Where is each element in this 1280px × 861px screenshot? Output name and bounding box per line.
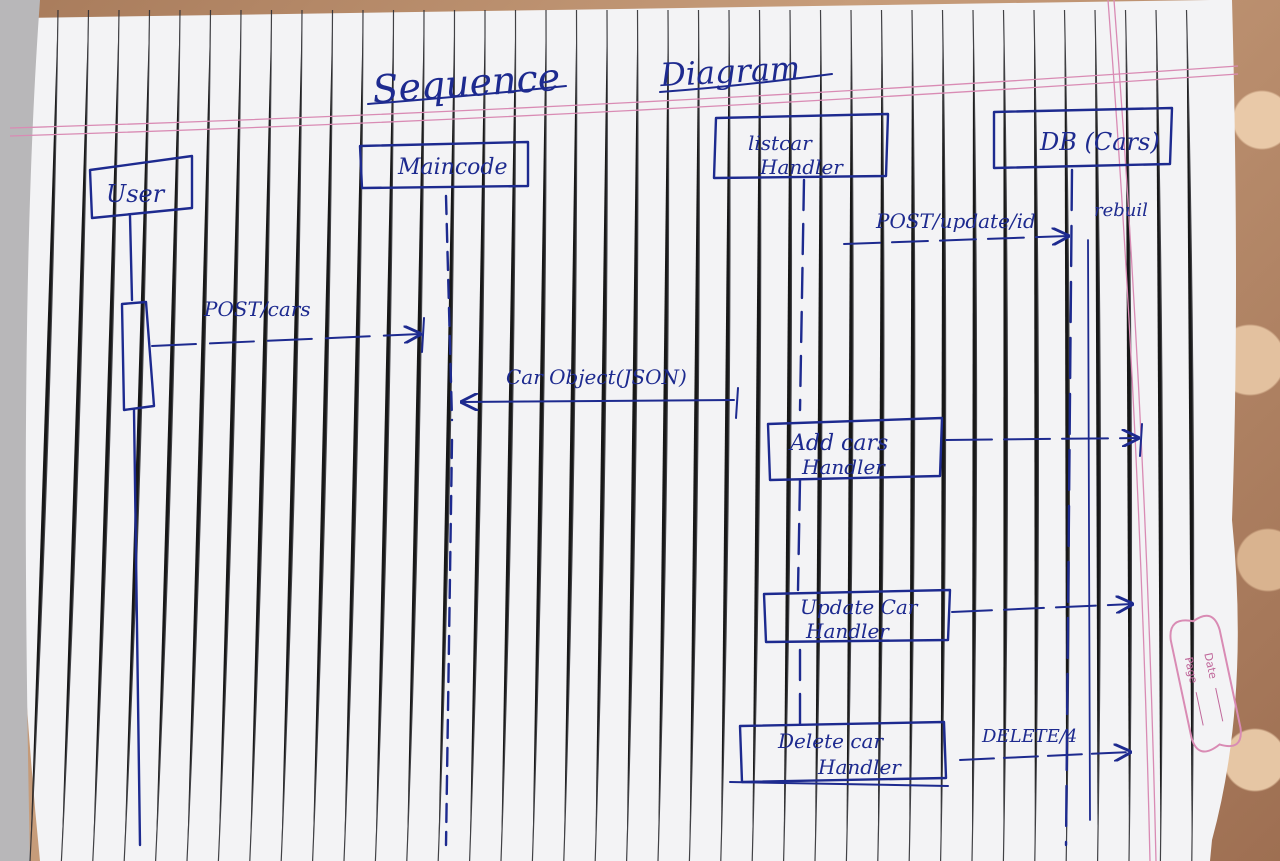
ruled-line bbox=[626, 9, 639, 861]
ruled-line bbox=[1185, 9, 1195, 861]
ruled-line bbox=[437, 9, 456, 861]
message-post-cars: POST/cars bbox=[151, 297, 425, 353]
ruled-line bbox=[280, 9, 303, 861]
handler-update-line2: Handler bbox=[805, 619, 890, 643]
lifeline-listcar bbox=[796, 178, 806, 732]
message-car-object-label: Car Object(JSON) bbox=[506, 365, 687, 389]
activation-user bbox=[120, 300, 156, 412]
message-post-update: POST/update/id rebuil bbox=[843, 200, 1148, 244]
handler-add-line1: Add cars bbox=[788, 431, 888, 456]
participant-user-label: User bbox=[106, 180, 166, 208]
ruled-line bbox=[657, 9, 670, 861]
participant-user: User bbox=[88, 154, 194, 220]
ruled-line bbox=[1033, 9, 1040, 861]
message-post-update-label: POST/update/id bbox=[875, 209, 1036, 233]
ruled-line bbox=[469, 9, 486, 861]
participant-listcar-handler: listcar Handler bbox=[712, 112, 890, 180]
handler-delete-car: Delete car Handler DELETE/4 bbox=[729, 720, 1130, 787]
ruled-line bbox=[249, 9, 273, 861]
ruled-line bbox=[877, 9, 885, 861]
handler-update-car: Update Car Handler bbox=[762, 588, 1132, 644]
ruled-line bbox=[92, 9, 120, 861]
handler-add-cars: Add cars Handler bbox=[766, 416, 1143, 482]
handler-update-line1: Update Car bbox=[800, 595, 919, 619]
ruled-line bbox=[845, 9, 854, 861]
ruled-lines bbox=[29, 9, 1195, 861]
title-word-diagram: Diagram bbox=[658, 49, 801, 94]
lifeline-db bbox=[1064, 168, 1074, 847]
message-rebuild-label: rebuil bbox=[1094, 200, 1148, 221]
handler-delete-line2: Handler bbox=[817, 755, 902, 779]
message-car-object: Car Object(JSON) bbox=[462, 365, 739, 419]
ruled-line bbox=[29, 9, 59, 861]
message-post-cars-label: POST/cars bbox=[203, 297, 311, 321]
ruled-line bbox=[751, 9, 762, 861]
ruled-line bbox=[155, 9, 181, 861]
ruled-line bbox=[217, 9, 242, 861]
participant-listcar-line1: listcar bbox=[748, 131, 813, 155]
handler-delete-line1: Delete car bbox=[777, 729, 884, 753]
ruled-line bbox=[1155, 9, 1164, 861]
ruled-line bbox=[688, 9, 700, 861]
ruled-line bbox=[374, 9, 395, 861]
ruled-line bbox=[594, 9, 608, 861]
handler-add-line2: Handler bbox=[801, 455, 886, 479]
ruled-line bbox=[814, 9, 823, 861]
participant-maincode: Maincode bbox=[358, 140, 530, 190]
ruled-line bbox=[500, 9, 517, 861]
ruled-line bbox=[908, 9, 916, 861]
lifelines bbox=[128, 168, 1091, 847]
ruled-line bbox=[563, 9, 578, 861]
lifeline-maincode bbox=[444, 194, 454, 847]
ruled-line bbox=[186, 9, 212, 861]
ruled-line bbox=[343, 9, 364, 861]
date-page-stamp: Date Page bbox=[1169, 614, 1242, 753]
ruled-line bbox=[406, 9, 425, 861]
lifeline-user bbox=[128, 214, 142, 847]
participant-db-cars: DB (Cars) bbox=[992, 106, 1174, 170]
ruled-line bbox=[60, 9, 90, 861]
ruled-line bbox=[531, 9, 547, 861]
stamp-date-label: Date bbox=[1201, 652, 1219, 681]
stamp-page-label: Page bbox=[1182, 656, 1200, 685]
message-delete-label: DELETE/4 bbox=[981, 726, 1077, 747]
ruled-line bbox=[1002, 9, 1009, 861]
margin-lines bbox=[9, 0, 1239, 861]
ruled-line bbox=[720, 9, 731, 861]
page-curl-shadow bbox=[0, 0, 40, 861]
ruled-line bbox=[1094, 9, 1102, 861]
participant-listcar-line2: Handler bbox=[759, 155, 844, 179]
ruled-line bbox=[940, 9, 947, 861]
ruled-line bbox=[312, 9, 334, 861]
participant-db-label: DB (Cars) bbox=[1039, 128, 1160, 156]
participant-maincode-label: Maincode bbox=[397, 155, 508, 180]
ruled-line bbox=[783, 9, 793, 861]
ruled-line bbox=[971, 9, 978, 861]
